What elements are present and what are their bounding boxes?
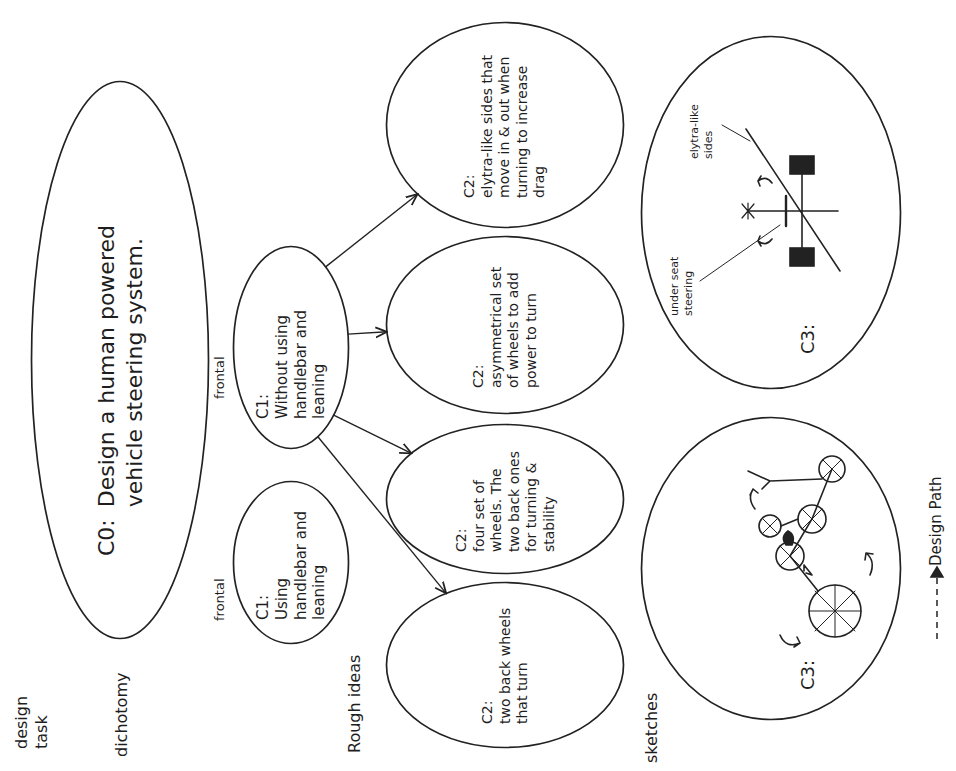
- annotation-label: frontal: [212, 561, 228, 621]
- ellipse-outline: [232, 480, 350, 645]
- node-text-group: C2:two back wheels that turn: [479, 606, 532, 724]
- ellipse-shape: [642, 418, 901, 720]
- node-text: Design a human powered vehicle steering …: [93, 164, 148, 507]
- ellipse-node: C2:two back wheels that turn: [385, 581, 625, 749]
- node-text-group: C2:asymmetrical set of wheels to add pow…: [470, 262, 540, 388]
- ellipse-outline: [385, 423, 625, 575]
- ellipse-outline: [30, 80, 210, 640]
- annotation-label: frontal: [212, 339, 228, 399]
- node-text-group: C1:Without using handlebar and leaning: [254, 275, 329, 419]
- row-label: sketches: [642, 673, 662, 763]
- node-text: Without using handlebar and leaning: [273, 275, 329, 419]
- ellipse-node: C2:asymmetrical set of wheels to add pow…: [385, 235, 625, 415]
- connector-arrow: [348, 332, 387, 334]
- ellipse-node: C2:four set of wheels. The two back ones…: [385, 423, 625, 575]
- node-text-group: C0: Design a human powered vehicle steeri…: [93, 164, 148, 556]
- node-text: Using handlebar and leaning: [273, 505, 329, 620]
- node-heading: C1:: [254, 275, 273, 419]
- ellipse-shape: [387, 583, 624, 748]
- row-label: Rough ideas: [345, 643, 365, 753]
- node-text-group: C3:: [797, 324, 820, 354]
- design-path-arrow: [931, 567, 943, 639]
- legend-note: Design Path: [927, 476, 946, 566]
- node-text: four set of wheels. The two back ones fo…: [471, 446, 559, 552]
- ellipse-node: C3:: [640, 416, 902, 721]
- ellipse-node: C1:Using handlebar and leaning: [232, 480, 350, 645]
- node-text: elytra-like sides that move in & out whe…: [479, 52, 549, 198]
- node-text: asymmetrical set of wheels to add power …: [488, 262, 541, 388]
- ellipse-shape: [387, 23, 624, 228]
- node-heading: C2:: [461, 52, 479, 198]
- node-heading: C3:: [797, 660, 820, 690]
- annotation-label: under seat steering: [668, 244, 696, 316]
- node-text-group: C2:elytra-like sides that move in & out …: [461, 52, 549, 198]
- node-text: two back wheels that turn: [497, 606, 532, 724]
- row-label: design task: [12, 679, 52, 749]
- ellipse-outline: [640, 35, 902, 390]
- ellipse-shape: [32, 82, 209, 639]
- node-text-group: C3:: [797, 660, 820, 690]
- ellipse-node: C3:: [640, 35, 902, 390]
- node-heading: C0:: [93, 519, 121, 556]
- node-heading: C2:: [470, 262, 488, 388]
- ellipse-node: C0: Design a human powered vehicle steeri…: [30, 80, 210, 640]
- steering-sketch: [700, 125, 840, 281]
- tricycle-sketch: [748, 456, 873, 647]
- node-text-group: C1:Using handlebar and leaning: [254, 505, 329, 620]
- connector-arrow: [326, 194, 418, 267]
- ellipse-shape: [642, 37, 901, 389]
- ellipse-outline: [640, 416, 902, 721]
- connector-arrow: [334, 415, 412, 453]
- ellipse-shape: [387, 425, 624, 574]
- node-heading: C2:: [479, 606, 497, 724]
- ellipse-shape: [387, 237, 624, 414]
- row-label: dichotomy: [112, 657, 132, 757]
- node-heading: C1:: [254, 505, 273, 620]
- ellipse-node: C2:elytra-like sides that move in & out …: [385, 21, 625, 229]
- annotation-label: elytra-like sides: [688, 87, 716, 159]
- ellipse-shape: [234, 247, 349, 449]
- node-heading: C3:: [797, 324, 820, 354]
- ellipse-shape: [234, 482, 349, 644]
- ellipse-outline: [232, 245, 350, 450]
- node-text-group: C2:four set of wheels. The two back ones…: [453, 446, 558, 552]
- ellipse-node: C1:Without using handlebar and leaning: [232, 245, 350, 450]
- node-heading: C2:: [453, 446, 471, 552]
